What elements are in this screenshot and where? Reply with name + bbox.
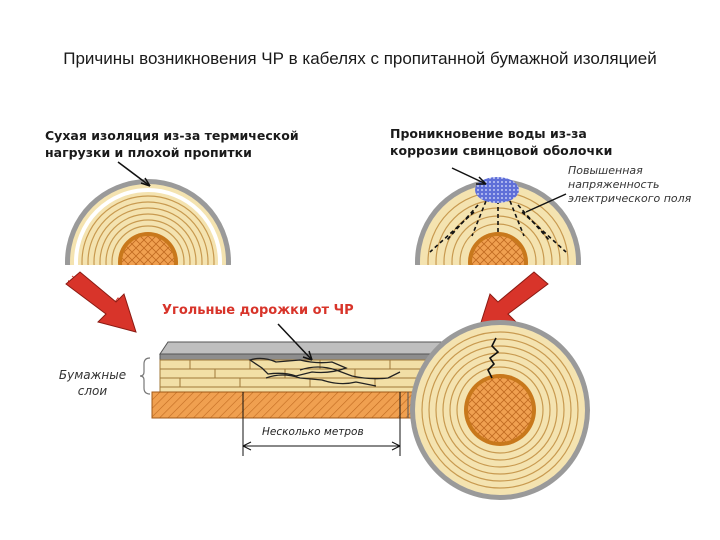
label-few-meters: Несколько метров — [262, 426, 364, 438]
label-paper-layers: Бумажные слои — [58, 368, 127, 398]
carbon-track-2 — [299, 366, 401, 380]
label-water-ingress: Проникновение воды из-за коррозии свинцо… — [390, 126, 613, 158]
carbon-track-1 — [248, 357, 348, 377]
brace-icon — [139, 357, 151, 395]
treeing-crack — [487, 337, 500, 379]
carbon-track-3 — [265, 374, 377, 387]
red-arrow-left-icon — [65, 271, 137, 333]
label-high-field: Повышенная напряженность электрического … — [568, 164, 692, 205]
label-carbon-tracks: Угольные дорожки от ЧР — [162, 303, 354, 318]
water-ingress-region — [475, 177, 519, 203]
dimension-line — [242, 392, 401, 456]
dry-cable-cross-section — [65, 179, 231, 265]
treeing-cable-cross-section — [410, 320, 590, 500]
page-title: Причины возникновения ЧР в кабелях с про… — [63, 49, 657, 68]
paper-layers-block — [151, 341, 447, 419]
red-arrow-right-icon — [477, 271, 549, 333]
label-dry-insulation: Сухая изоляция из-за термической нагрузк… — [45, 128, 299, 160]
water-cable-cross-section — [415, 177, 581, 265]
